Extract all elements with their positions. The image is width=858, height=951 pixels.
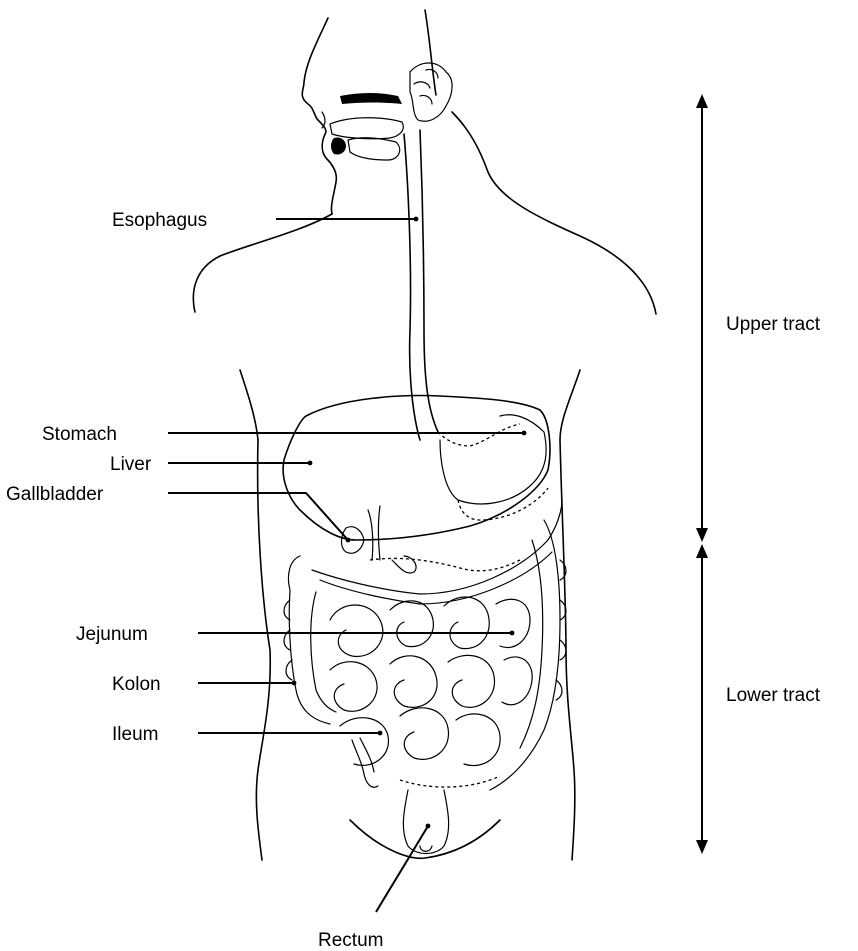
lower-arrow-head-bottom bbox=[696, 840, 708, 854]
label-liver: Liver bbox=[110, 454, 152, 475]
upper-arrow-head-top bbox=[696, 94, 708, 108]
stomach bbox=[438, 415, 548, 520]
label-rectum: Rectum bbox=[318, 930, 383, 951]
label-kolon: Kolon bbox=[112, 674, 161, 695]
rectum bbox=[403, 790, 448, 854]
tract-arrows bbox=[696, 94, 708, 854]
colon-transverse bbox=[312, 500, 562, 604]
oral-cavity bbox=[322, 63, 452, 160]
label-upper-tract: Upper tract bbox=[726, 314, 821, 335]
gallbladder bbox=[342, 506, 381, 560]
lower-arrow-head-top bbox=[696, 544, 708, 558]
label-gallbladder: Gallbladder bbox=[6, 484, 104, 505]
esophagus bbox=[404, 130, 438, 440]
label-esophagus: Esophagus bbox=[112, 210, 207, 231]
label-lower-tract: Lower tract bbox=[726, 685, 821, 706]
leader-rectum bbox=[376, 826, 428, 912]
small-intestine bbox=[330, 597, 532, 787]
label-stomach: Stomach bbox=[42, 424, 117, 445]
leader-lines bbox=[168, 217, 526, 912]
label-jejunum: Jejunum bbox=[76, 624, 148, 645]
labels: Esophagus Stomach Liver Gallbladder Jeju… bbox=[6, 210, 821, 951]
upper-arrow-head-bottom bbox=[696, 528, 708, 542]
liver bbox=[283, 396, 550, 540]
label-ileum: Ileum bbox=[112, 724, 158, 745]
